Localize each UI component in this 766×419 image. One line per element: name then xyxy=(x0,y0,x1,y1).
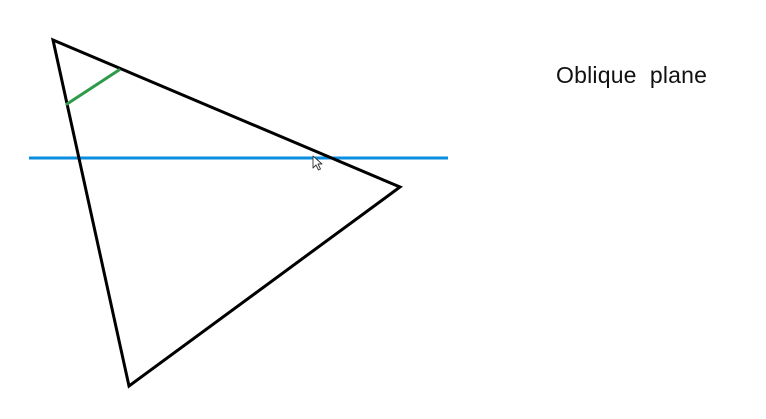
diagram-title: Oblique plane xyxy=(556,62,708,88)
mouse-cursor-icon xyxy=(312,155,323,171)
oblique-triangle xyxy=(50,37,404,389)
edge-segment xyxy=(65,68,121,106)
